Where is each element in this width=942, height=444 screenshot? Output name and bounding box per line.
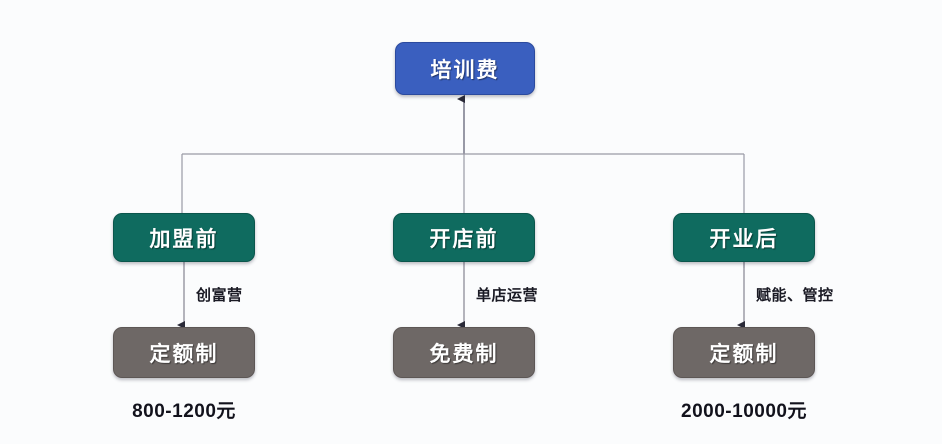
price-label-after-opening: 2000-10000元 (681, 401, 807, 422)
node-policy-fixed-amount-left[interactable]: 定额制 (113, 327, 255, 378)
node-stage-before-joining[interactable]: 加盟前 (113, 213, 255, 262)
edge-label-before-joining: 创富营 (196, 287, 243, 304)
node-stage-after-opening[interactable]: 开业后 (673, 213, 815, 262)
price-label-before-joining: 800-1200元 (132, 401, 236, 422)
edge-label-after-opening: 赋能、管控 (756, 287, 834, 304)
node-policy-fixed-amount-right[interactable]: 定额制 (673, 327, 815, 378)
node-stage-before-opening[interactable]: 开店前 (393, 213, 535, 262)
node-training-fee[interactable]: 培训费 (395, 42, 535, 95)
edge-label-before-opening: 单店运营 (476, 287, 539, 304)
node-policy-free[interactable]: 免费制 (393, 327, 535, 378)
